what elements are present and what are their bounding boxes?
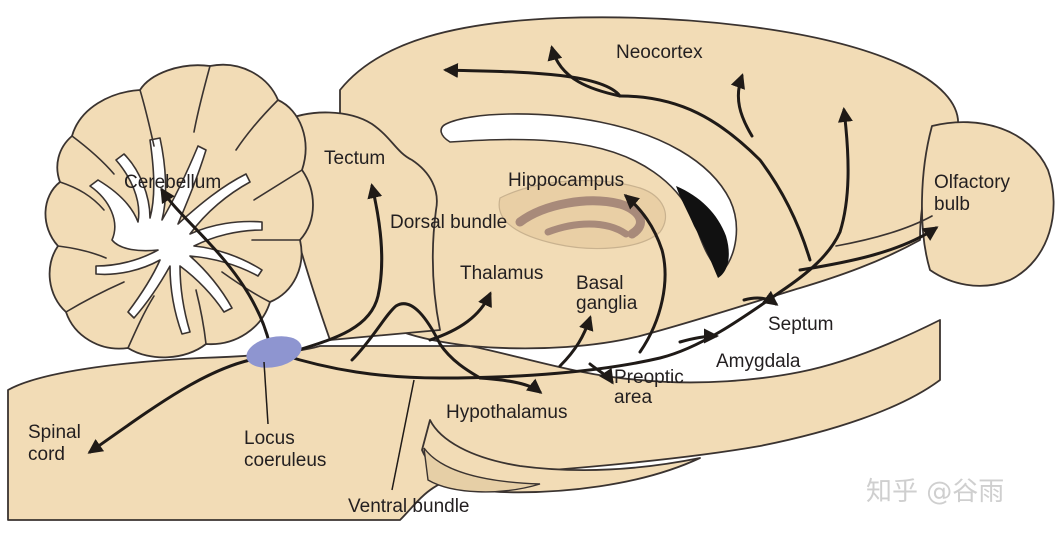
lateral-ventricle bbox=[676, 186, 729, 278]
label-amygdala: Amygdala bbox=[716, 351, 801, 372]
watermark-text: 知乎 @谷雨 bbox=[866, 477, 1004, 507]
locus-coeruleus-nucleus bbox=[246, 336, 302, 368]
label-olfactory-bulb-line1: Olfactory bbox=[934, 172, 1011, 193]
fiber-pathways bbox=[87, 45, 939, 454]
label-basal-ganglia-line1: Basal bbox=[576, 273, 624, 294]
label-cerebellum: Cerebellum bbox=[124, 172, 221, 193]
label-locus-coeruleus-line2: coeruleus bbox=[244, 450, 326, 471]
label-spinal-cord-line1: Spinal bbox=[28, 422, 81, 443]
label-basal-ganglia-line2: ganglia bbox=[576, 293, 638, 314]
leader-ventral-bundle bbox=[391, 379, 415, 491]
label-septum: Septum bbox=[768, 314, 833, 335]
olfactory-fold bbox=[835, 215, 933, 247]
pons-base bbox=[422, 445, 541, 493]
label-preoptic-area-line1: Preoptic bbox=[614, 367, 684, 388]
cerebellum-folia bbox=[57, 65, 303, 349]
label-neocortex: Neocortex bbox=[616, 42, 703, 63]
leader-locus-coeruleus bbox=[263, 361, 269, 425]
label-hippocampus: Hippocampus bbox=[508, 170, 624, 191]
label-spinal-cord-line2: cord bbox=[28, 444, 65, 465]
label-thalamus: Thalamus bbox=[460, 263, 543, 284]
label-hypothalamus: Hypothalamus bbox=[446, 402, 567, 423]
label-ventral-bundle: Ventral bundle bbox=[348, 496, 470, 517]
label-dorsal-bundle: Dorsal bundle bbox=[390, 212, 507, 233]
label-olfactory-bulb-line2: bulb bbox=[934, 194, 970, 215]
label-tectum: Tectum bbox=[324, 148, 385, 169]
label-preoptic-area-line2: area bbox=[614, 387, 652, 408]
hippocampus-inner bbox=[544, 220, 630, 238]
label-locus-coeruleus-line1: Locus bbox=[244, 428, 295, 449]
hippocampus-body bbox=[515, 196, 645, 239]
cerebellum-white-matter bbox=[89, 137, 263, 335]
